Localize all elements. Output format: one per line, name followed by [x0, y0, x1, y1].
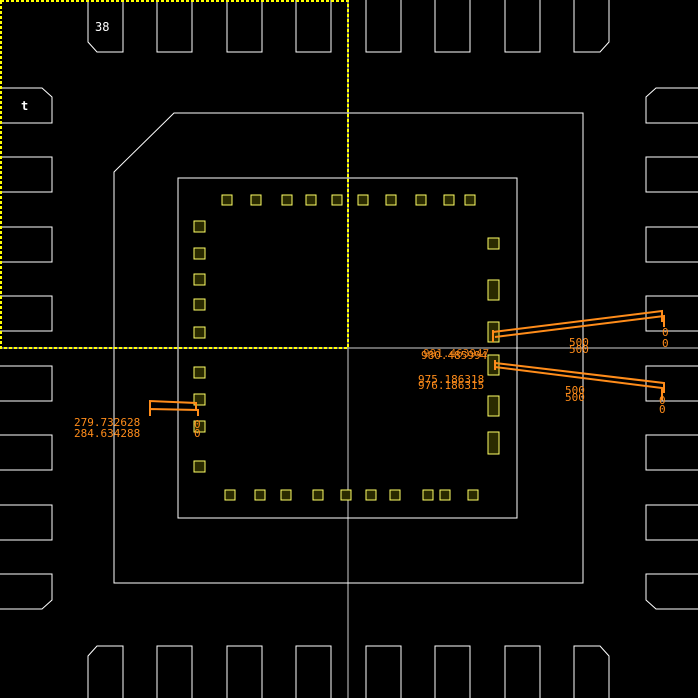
- measure-value-upper-a: 980.485994: [421, 349, 488, 362]
- measure-line-left-a: [149, 399, 197, 410]
- measurement-right-upper[interactable]: [492, 309, 665, 342]
- bond-pad-bottom-9[interactable]: [467, 489, 479, 501]
- measure-value-upper-b: 991.463947: [423, 347, 489, 360]
- bond-pad-top-4[interactable]: [331, 194, 343, 206]
- pad-left-4[interactable]: [0, 365, 53, 402]
- selection-box[interactable]: [0, 0, 349, 349]
- bond-pad-left-low-0[interactable]: [193, 366, 206, 379]
- bond-pad-top-2[interactable]: [281, 194, 293, 206]
- pad-top-5[interactable]: [434, 0, 471, 53]
- pad-top-2[interactable]: [226, 0, 263, 53]
- pad-right-7[interactable]: [645, 573, 698, 610]
- bond-pad-bottom-1[interactable]: [254, 489, 266, 501]
- measure-line-lower-b: [494, 366, 663, 400]
- pad-right-0[interactable]: [645, 87, 698, 124]
- pad-bottom-2[interactable]: [226, 645, 263, 698]
- pad-left-1[interactable]: [0, 156, 53, 193]
- bond-pad-top-5[interactable]: [357, 194, 369, 206]
- bond-pad-top-6[interactable]: [385, 194, 397, 206]
- measure-value-left-b: 284.634288: [74, 427, 140, 440]
- measure-zero-upper-b: 0: [662, 337, 669, 350]
- pad-bottom-5[interactable]: [434, 645, 471, 698]
- measure-end-lower-b: 500: [565, 391, 585, 404]
- pad-bottom-3[interactable]: [295, 645, 332, 698]
- bond-pad-left-low-2[interactable]: [193, 393, 206, 406]
- measure-zero-lower-b: 0: [659, 403, 666, 416]
- package-outline: [113, 112, 584, 584]
- pad-bottom-6[interactable]: [504, 645, 541, 698]
- pad-right-5[interactable]: [645, 434, 698, 471]
- bond-pad-left-0[interactable]: [193, 220, 206, 233]
- bond-pad-left-3[interactable]: [193, 298, 206, 311]
- pad-top-6[interactable]: [504, 0, 541, 53]
- measure-line-lower-a: [494, 362, 665, 393]
- measure-end-upper-a: 500: [569, 336, 589, 349]
- bond-pad-right-0[interactable]: [487, 237, 500, 250]
- bond-pad-top-0[interactable]: [221, 194, 233, 206]
- bond-pad-top-3[interactable]: [305, 194, 317, 206]
- pad-left-5[interactable]: [0, 434, 53, 471]
- measure-end-lower-a: 500: [565, 384, 585, 397]
- pin-number-label: 38: [95, 20, 109, 34]
- pad-right-2[interactable]: [645, 226, 698, 263]
- pad-top-1[interactable]: [156, 0, 193, 53]
- measure-zero-left-b: 0: [194, 427, 201, 440]
- pad-top-4[interactable]: [365, 0, 402, 53]
- pad-bottom-4[interactable]: [365, 645, 402, 698]
- bond-pad-top-9[interactable]: [464, 194, 476, 206]
- pad-right-6[interactable]: [645, 504, 698, 541]
- bond-pad-bottom-5[interactable]: [365, 489, 377, 501]
- pad-top-3[interactable]: [295, 0, 332, 53]
- bond-pad-bottom-3[interactable]: [312, 489, 324, 501]
- bond-pad-bottom-4[interactable]: [340, 489, 352, 501]
- corner-glyph: t: [21, 99, 28, 113]
- die-outline: [177, 177, 518, 519]
- bond-pad-left-low-3[interactable]: [193, 420, 206, 433]
- measure-line-left-b: [149, 407, 199, 416]
- measurement-left[interactable]: [149, 399, 199, 416]
- measure-value-left-a: 279.732628: [74, 416, 140, 429]
- pad-right-1[interactable]: [645, 156, 698, 193]
- pad-top-7[interactable]: [573, 0, 610, 53]
- bond-pad-left-1[interactable]: [193, 247, 206, 260]
- bond-pad-top-7[interactable]: [415, 194, 427, 206]
- measure-value-lower-a: 975.186318: [418, 373, 484, 386]
- bond-pad-left-2[interactable]: [193, 273, 206, 286]
- bond-pad-bottom-7[interactable]: [422, 489, 434, 501]
- bond-pad-bottom-6[interactable]: [389, 489, 401, 501]
- pad-left-2[interactable]: [0, 226, 53, 263]
- measure-end-upper-b: 500: [569, 343, 589, 356]
- measure-value-lower-b: 976.186315: [418, 379, 484, 392]
- bond-pad-right-1[interactable]: [487, 279, 500, 301]
- measure-line-upper-a: [492, 309, 663, 333]
- bond-pad-right-5[interactable]: [487, 431, 500, 455]
- bond-pad-left-4[interactable]: [193, 326, 206, 339]
- bond-pad-bottom-8[interactable]: [439, 489, 451, 501]
- pad-bottom-7[interactable]: [573, 645, 610, 698]
- pad-left-3[interactable]: [0, 295, 53, 332]
- pad-bottom-0[interactable]: [87, 645, 124, 698]
- pad-left-7[interactable]: [0, 573, 53, 610]
- bond-pad-right-4[interactable]: [487, 395, 500, 417]
- measure-zero-upper-a: 0: [662, 326, 669, 339]
- bond-pad-top-1[interactable]: [250, 194, 262, 206]
- bond-pad-bottom-2[interactable]: [280, 489, 292, 501]
- measure-zero-lower-a: 0: [659, 394, 666, 407]
- pad-bottom-1[interactable]: [156, 645, 193, 698]
- bond-pad-bottom-0[interactable]: [224, 489, 236, 501]
- measure-zero-left-a: 0: [194, 418, 201, 431]
- pad-left-0[interactable]: [0, 87, 53, 124]
- measurement-right-lower[interactable]: [494, 360, 665, 400]
- pad-left-6[interactable]: [0, 504, 53, 541]
- bond-pad-top-8[interactable]: [443, 194, 455, 206]
- pad-top-0[interactable]: [87, 0, 124, 53]
- bond-pad-left-low-4[interactable]: [193, 460, 206, 473]
- bond-pad-right-3[interactable]: [487, 354, 500, 376]
- measure-line-upper-b: [494, 314, 665, 338]
- pad-right-4[interactable]: [645, 365, 698, 402]
